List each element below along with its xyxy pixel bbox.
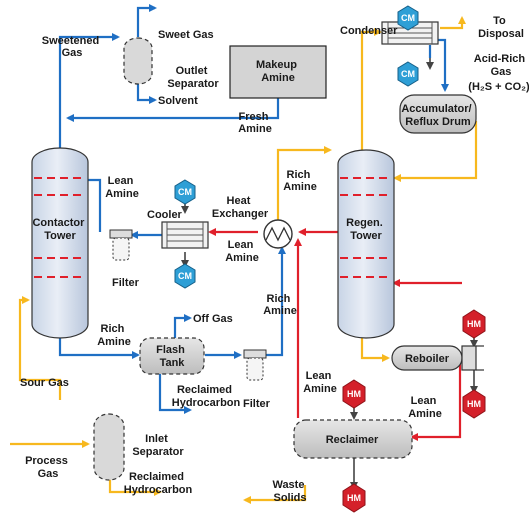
- red-flow-lines: [208, 228, 462, 441]
- cm-badge-condenser-bottom: CM: [397, 61, 419, 87]
- label-filter-mid: Filter: [243, 398, 271, 410]
- label-reclaimer: Reclaimer: [326, 434, 379, 446]
- label-fresh-amine: Fresh Amine: [238, 111, 272, 135]
- label-lean-amine-reclaimer: Lean Amine: [303, 370, 337, 395]
- filter-left: [109, 229, 133, 261]
- heat-exchanger-coil: [265, 226, 291, 242]
- flash-tank: [139, 337, 205, 375]
- inlet-separator: [93, 413, 125, 481]
- heat-exchanger: [263, 219, 293, 249]
- svg-text:CM: CM: [178, 187, 192, 197]
- svg-text:CM: CM: [178, 271, 192, 281]
- label-regen-tower: Regen. Tower: [346, 217, 386, 242]
- label-to-disposal: To Disposal: [478, 15, 524, 40]
- hm-badge-reclaimer-top: HM: [342, 379, 366, 409]
- makeup-amine-box: [229, 45, 327, 99]
- label-waste-solids: Waste Solids: [272, 479, 307, 504]
- svg-text:HM: HM: [347, 389, 361, 399]
- label-contactor-tower: Contactor Tower: [32, 217, 87, 242]
- label-lean-amine-mid: Lean Amine: [225, 239, 259, 264]
- label-reclaimed-hc-mid: Reclaimed Hydrocarbon: [172, 384, 241, 409]
- label-heat-exchanger: Heat Exchanger: [212, 195, 269, 220]
- svg-text:CM: CM: [401, 13, 415, 23]
- label-reclaimed-hc-bottom: Reclaimed Hydrocarbon: [124, 471, 193, 496]
- svg-text:HM: HM: [347, 493, 361, 503]
- accumulator-drum: [399, 94, 477, 134]
- hm-badge-reboiler-top: HM: [462, 309, 486, 339]
- label-reboiler: Reboiler: [405, 353, 450, 365]
- label-sour-gas: Sour Gas: [20, 377, 69, 389]
- label-sweet-gas: Sweet Gas: [158, 29, 214, 41]
- filter-mid: [243, 349, 267, 381]
- label-condenser: Condenser: [340, 25, 398, 37]
- label-filter-left: Filter: [112, 277, 140, 289]
- hm-badge-reclaimer-bottom: HM: [342, 483, 366, 513]
- regen-tower: [337, 149, 395, 339]
- regen-trays: [340, 177, 392, 278]
- label-rich-amine-mid: Rich Amine: [263, 293, 297, 317]
- svg-text:HM: HM: [467, 319, 481, 329]
- contactor-tower: [31, 147, 89, 339]
- reclaimer-vessel: [293, 419, 413, 459]
- cooler-tubes: [166, 222, 204, 248]
- label-lean-amine-reboiler: Lean Amine: [408, 395, 442, 420]
- label-acid-rich-gas: Acid-Rich Gas: [474, 53, 528, 78]
- label-h2s-co2: (H₂S + CO₂): [468, 81, 529, 93]
- label-rich-amine-bottom: Rich Amine: [97, 323, 131, 348]
- label-rich-amine-hx: Rich Amine: [283, 169, 317, 193]
- hm-badge-reboiler-bottom: HM: [462, 389, 486, 419]
- label-outlet-separator: Outlet Separator: [167, 65, 219, 90]
- cm-badge-cooler-top: CM: [174, 179, 196, 205]
- label-flash-tank: Flash Tank: [156, 344, 188, 369]
- label-lean-amine-top: Lean Amine: [105, 175, 139, 200]
- label-makeup-amine: Makeup Amine: [256, 59, 300, 84]
- reboiler: [391, 345, 484, 371]
- cm-badge-condenser-top: CM: [397, 5, 419, 31]
- label-inlet-separator: Inlet Separator: [132, 433, 184, 458]
- yellow-flow-lines: [10, 16, 478, 504]
- label-sweetened-gas: Sweetened Gas: [42, 35, 103, 59]
- outlet-separator: [123, 37, 153, 85]
- label-cooler: Cooler: [147, 209, 183, 221]
- contactor-trays: [34, 177, 86, 278]
- label-process-gas: Process Gas: [25, 455, 71, 480]
- svg-text:HM: HM: [467, 399, 481, 409]
- cm-badge-cooler-bottom: CM: [174, 263, 196, 289]
- label-off-gas: Off Gas: [193, 313, 233, 325]
- label-solvent: Solvent: [158, 95, 198, 107]
- label-accumulator: Accumulator/ Reflux Drum: [401, 103, 474, 128]
- svg-text:CM: CM: [401, 69, 415, 79]
